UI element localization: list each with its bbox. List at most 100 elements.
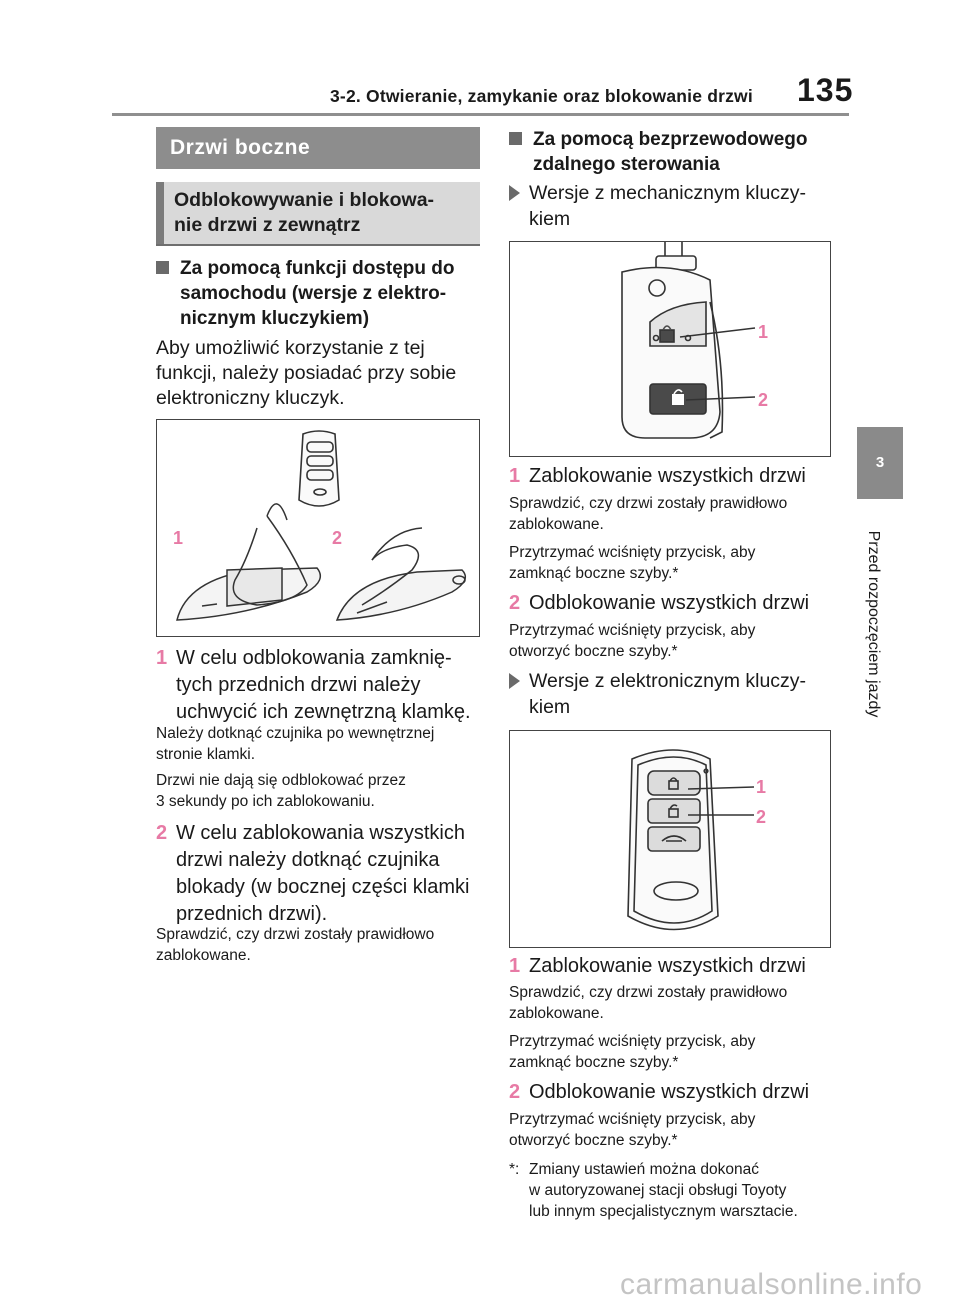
subsection-banner: Odblokowywanie i blokowa- nie drzwi z ze… [156, 182, 480, 244]
v2-item-2-note: Przytrzymać wciśnięty przycisk, aby otwo… [509, 1109, 839, 1151]
item-text: Odblokowanie wszystkich drzwi [529, 592, 810, 614]
note-line: zablokowane. [509, 1005, 604, 1022]
note-line: stronie klamki. [156, 746, 256, 763]
subbanner-rule [156, 244, 480, 246]
version-electronic-key: Wersje z elektronicznym kluczy- kiem [509, 668, 839, 720]
mechanical-key-figure: 1 2 [509, 241, 831, 457]
intro-paragraph: Aby umożliwić korzystanie z tej funkcji,… [156, 336, 486, 411]
v2-item-1-note: Sprawdzić, czy drzwi zostały prawidłowo … [509, 982, 839, 1024]
v1-item-2: 2 Odblokowanie wszystkich drzwi [509, 590, 839, 617]
v1-item-1-note: Przytrzymać wciśnięty przycisk, aby zamk… [509, 542, 839, 584]
v2-item-2: 2 Odblokowanie wszystkich drzwi [509, 1079, 839, 1106]
page-number: 135 [797, 72, 854, 108]
subbanner-line: nie drzwi z zewnątrz [174, 214, 361, 236]
heading-line: zdalnego sterowania [533, 154, 720, 175]
item-number: 2 [509, 1081, 521, 1103]
triangle-bullet-icon [509, 673, 520, 689]
note-line: Przytrzymać wciśnięty przycisk, aby [509, 1111, 756, 1128]
step-line: drzwi należy dotknąć czujnika [176, 849, 440, 871]
step-line: uchwycić ich zewnętrzną klamkę. [176, 701, 471, 723]
subbanner-line: Odblokowywanie i blokowa- [174, 189, 435, 211]
note-line: zamknąć boczne szyby.* [509, 565, 679, 582]
heading-line: nicznym kluczykiem) [180, 308, 370, 329]
figure-label-1: 1 [173, 528, 183, 548]
note-line: Drzwi nie dają się odblokować przez [156, 772, 406, 789]
v1-item-1-note: Sprawdzić, czy drzwi zostały prawidłowo … [509, 493, 839, 535]
square-bullet-icon [156, 261, 169, 274]
version-line: Wersje z elektronicznym kluczy- [529, 670, 807, 692]
header-rule [112, 113, 849, 116]
step-line: tych przednich drzwi należy [176, 674, 421, 696]
v1-item-1: 1 Zablokowanie wszystkich drzwi [509, 463, 839, 490]
version-line: Wersje z mechanicznym kluczy- [529, 182, 807, 204]
item-text: Zablokowanie wszystkich drzwi [529, 955, 806, 977]
heading-line: Za pomocą funkcji dostępu do [180, 258, 455, 279]
item-text: Zablokowanie wszystkich drzwi [529, 465, 806, 487]
intro-line: Aby umożliwić korzystanie z tej [156, 337, 425, 359]
leader-line [679, 327, 756, 338]
heading-access-function: Za pomocą funkcji dostępu do samochodu (… [156, 256, 486, 331]
step-1-note: Drzwi nie dają się odblokować przez 3 se… [156, 770, 486, 812]
step-line: przednich drzwi). [176, 903, 328, 925]
item-number: 2 [509, 592, 521, 614]
note-line: Sprawdzić, czy drzwi zostały prawidłowo [509, 495, 788, 512]
flip-key-icon [621, 242, 724, 439]
step-line: W celu zablokowania wszystkich [176, 822, 465, 844]
step-2-note: Sprawdzić, czy drzwi zostały prawidłowo … [156, 924, 486, 966]
leader-line [685, 396, 756, 401]
note-line: Przytrzymać wciśnięty przycisk, aby [509, 1033, 756, 1050]
footnote-line: Zmiany ustawień można dokonać [529, 1161, 760, 1178]
figure-label-2: 2 [332, 528, 342, 548]
item-number: 1 [509, 465, 521, 487]
watermark: carmanualsonline.info [620, 1268, 923, 1301]
note-line: zamknąć boczne szyby.* [509, 1054, 679, 1071]
figure-label-2: 2 [756, 807, 766, 827]
step-line: blokady (w bocznej części klamki [176, 876, 470, 898]
note-line: Przytrzymać wciśnięty przycisk, aby [509, 622, 756, 639]
leader-line [687, 786, 755, 790]
electronic-key-figure: 1 2 [509, 730, 831, 948]
note-line: Przytrzymać wciśnięty przycisk, aby [509, 544, 756, 561]
section-title: 3-2. Otwieranie, zamykanie oraz blokowan… [330, 86, 753, 106]
heading-line: Za pomocą bezprzewodowego [533, 129, 808, 150]
square-bullet-icon [509, 132, 522, 145]
note-line: zablokowane. [509, 516, 604, 533]
note-line: Sprawdzić, czy drzwi zostały prawidłowo [156, 926, 435, 943]
item-number: 1 [509, 955, 521, 977]
section-banner: Drzwi boczne [156, 127, 480, 169]
version-mechanical-key: Wersje z mechanicznym kluczy- kiem [509, 180, 839, 232]
figure-label-1: 1 [756, 777, 766, 797]
footnote: *: Zmiany ustawień można dokonać w autor… [509, 1159, 839, 1222]
step-number: 2 [156, 822, 168, 844]
heading-wireless-remote: Za pomocą bezprzewodowego zdalnego stero… [509, 127, 839, 177]
version-line: kiem [529, 696, 571, 718]
note-line: otworzyć boczne szyby.* [509, 1132, 678, 1149]
item-text: Odblokowanie wszystkich drzwi [529, 1081, 810, 1103]
footnote-line: w autoryzowanej stacji obsługi Toyoty [529, 1182, 787, 1199]
door-handle-left [176, 503, 322, 621]
figure-label-1: 1 [758, 322, 768, 342]
v2-item-1: 1 Zablokowanie wszystkich drzwi [509, 953, 839, 980]
door-handle-figure: 1 2 [156, 419, 480, 637]
figure-label-2: 2 [758, 390, 768, 410]
chapter-title: Przed rozpoczęciem jazdy [865, 530, 882, 718]
note-line: Sprawdzić, czy drzwi zostały prawidłowo [509, 984, 788, 1001]
triangle-bullet-icon [509, 185, 520, 201]
v1-item-2-note: Przytrzymać wciśnięty przycisk, aby otwo… [509, 620, 839, 662]
intro-line: funkcji, należy posiadać przy sobie [156, 362, 457, 384]
intro-line: elektroniczny kluczyk. [156, 387, 345, 409]
heading-line: samochodu (wersje z elektro- [180, 283, 447, 304]
note-line: otworzyć boczne szyby.* [509, 643, 678, 660]
note-line: Należy dotknąć czujnika po wewnętrznej [156, 725, 435, 742]
step-1: 1 W celu odblokowania zamknię- tych prze… [156, 645, 486, 726]
note-line: zablokowane. [156, 947, 251, 964]
smart-key-icon [627, 749, 719, 931]
footnote-marker: *: [509, 1161, 520, 1178]
chapter-tab[interactable]: 3 [857, 427, 903, 499]
step-line: W celu odblokowania zamknię- [176, 647, 452, 669]
door-handle-right [335, 527, 467, 621]
step-number: 1 [156, 647, 168, 669]
footnote-line: lub innym specjalistycznym warsztacie. [529, 1203, 798, 1220]
step-1-note: Należy dotknąć czujnika po wewnętrznej s… [156, 723, 486, 765]
note-line: 3 sekundy po ich zablokowaniu. [156, 793, 375, 810]
